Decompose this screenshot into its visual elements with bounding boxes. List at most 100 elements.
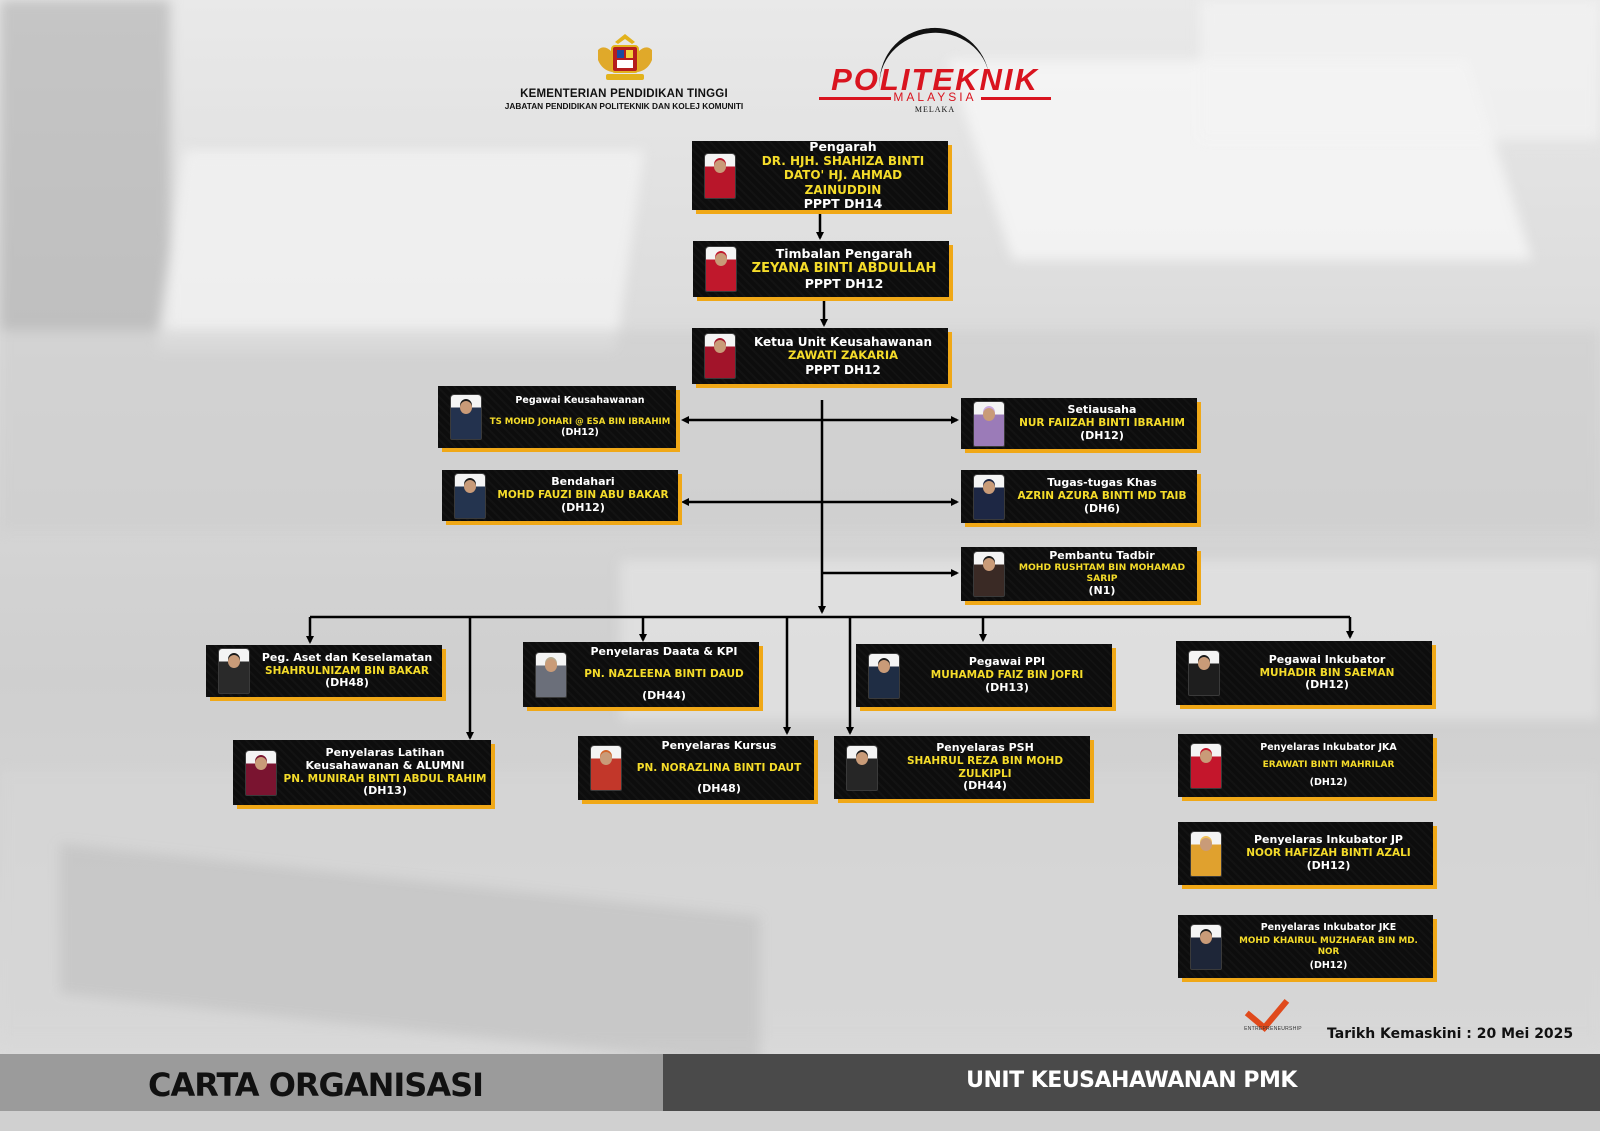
avatar — [1188, 650, 1220, 696]
node-title: Penyelaras Inkubator JKA — [1260, 742, 1397, 754]
avatar — [590, 745, 622, 791]
ministry-block: KEMENTERIAN PENDIDIKAN TINGGI JABATAN PE… — [478, 88, 770, 111]
logo-location: MELAKA — [914, 105, 956, 114]
node-title: Penyelaras Kursus — [661, 739, 777, 753]
node-name: PN. NAZLEENA BINTI DAUD — [584, 668, 744, 681]
node-setiausaha: Setiausaha NUR FAIIZAH BINTI IBRAHIM (DH… — [961, 398, 1197, 449]
node-grade: (DH6) — [1083, 501, 1121, 515]
node-name: PN. NORAZLINA BINTI DAUT — [636, 761, 802, 774]
avatar — [868, 652, 900, 699]
node-name: MUHAMAD FAIZ BIN JOFRI — [930, 669, 1084, 682]
node-pegawai-ppi: Pegawai PPI MUHAMAD FAIZ BIN JOFRI (DH13… — [856, 644, 1112, 707]
node-title: Pegawai Keusahawanan — [515, 395, 645, 407]
node-grade: (DH44) — [642, 688, 686, 702]
node-penyelaras-kursus: Penyelaras Kursus PN. NORAZLINA BINTI DA… — [578, 736, 814, 800]
node-grade: (DH13) — [363, 784, 407, 798]
avatar — [973, 473, 1005, 520]
node-title: Tugas-tugas Khas — [1047, 476, 1157, 490]
node-bendahari: Bendahari MOHD FAUZI BIN ABU BAKAR (DH12… — [442, 470, 678, 521]
avatar — [454, 472, 486, 519]
node-title: Timbalan Pengarah — [775, 245, 913, 261]
node-name: MUHADIR BIN SAEMAN — [1259, 666, 1395, 679]
node-name: MOHD KHAIRUL MUZHAFAR BIN MD. NOR — [1239, 936, 1418, 957]
node-tugas-khas: Tugas-tugas Khas AZRIN AZURA BINTI MD TA… — [961, 470, 1197, 523]
ministry-name: KEMENTERIAN PENDIDIKAN TINGGI — [520, 88, 728, 100]
avatar — [704, 333, 736, 379]
node-title: Pegawai Inkubator — [1268, 652, 1386, 666]
node-grade: (DH13) — [985, 680, 1029, 694]
node-inkubator-jka: Penyelaras Inkubator JKA ERAWATI BINTI M… — [1178, 734, 1433, 797]
node-inkubator-jp: Penyelaras Inkubator JP NOOR HAFIZAH BIN… — [1178, 822, 1433, 885]
node-name: SHAHRULNIZAM BIN BAKAR — [265, 664, 429, 677]
node-grade: (DH12) — [1080, 428, 1124, 442]
node-grade: PPPT DH12 — [804, 275, 884, 291]
node-grade: (DH12) — [1309, 777, 1348, 789]
coat-of-arms-icon — [598, 34, 652, 80]
node-grade: (DH12) — [1305, 678, 1349, 692]
entre-label: ENTREPRENEURSHIP — [1244, 1026, 1302, 1032]
node-daata-kpi: Penyelaras Daata & KPI PN. NAZLEENA BINT… — [523, 642, 759, 707]
node-ketua: Ketua Unit Keusahawanan ZAWATI ZAKARIA P… — [692, 328, 948, 384]
node-title: Bendahari — [551, 475, 615, 489]
politeknik-logo: POLITEKNIK MALAYSIA MELAKA — [815, 22, 1055, 118]
node-name: MOHD FAUZI BIN ABU BAKAR — [497, 489, 669, 502]
node-grade: (DH48) — [697, 781, 741, 795]
node-name: ERAWATI BINTI MAHRILAR — [1262, 760, 1395, 771]
avatar — [218, 648, 250, 694]
avatar — [450, 394, 482, 440]
avatar — [1190, 742, 1222, 789]
node-title: Pegawai PPI — [968, 655, 1046, 669]
node-name: NOOR HAFIZAH BINTI AZALI — [1246, 847, 1411, 860]
node-grade: PPPT DH14 — [803, 195, 883, 211]
node-title: Ketua Unit Keusahawanan — [753, 335, 933, 350]
node-title: Penyelaras Inkubator JP — [1254, 833, 1403, 847]
node-grade: (DH12) — [561, 500, 605, 514]
avatar — [1190, 923, 1222, 970]
node-name: ZEYANA BINTI ABDULLAH — [751, 261, 937, 277]
node-name: DR. HJH. SHAHIZA BINTI DATO' HJ. AHMAD Z… — [761, 154, 925, 197]
node-aset-keselamatan: Peg. Aset dan Keselamatan SHAHRULNIZAM B… — [206, 645, 442, 697]
node-penyelaras-psh: Penyelaras PSH SHAHRUL REZA BIN MOHD ZUL… — [834, 736, 1090, 799]
avatar — [535, 651, 567, 698]
bottom-strip — [0, 1111, 1600, 1131]
node-grade: (DH12) — [1306, 858, 1351, 872]
last-updated: Tarikh Kemaskini : 20 Mei 2025 — [1327, 1026, 1574, 1042]
node-grade: (DH12) — [561, 427, 599, 439]
footer-right-banner: UNIT KEUSAHAWANAN PMK — [663, 1054, 1600, 1111]
node-name: MOHD RUSHTAM BIN MOHAMAD SARIP — [1018, 562, 1186, 584]
node-grade: (DH12) — [1309, 960, 1348, 972]
node-name: NUR FAIIZAH BINTI IBRAHIM — [1019, 417, 1185, 430]
unit-title: UNIT KEUSAHAWANAN PMK — [966, 1068, 1297, 1093]
node-title: Pengarah — [809, 138, 877, 154]
node-name: AZRIN AZURA BINTI MD TAIB — [1017, 490, 1187, 503]
chart-title: CARTA ORGANISASI — [148, 1066, 484, 1104]
node-title: Peg. Aset dan Keselamatan — [261, 650, 433, 664]
avatar — [1190, 830, 1222, 877]
node-name: PN. MUNIRAH BINTI ABDUL RAHIM — [283, 772, 487, 785]
node-name: SHAHRUL REZA BIN MOHD ZULKIPLI — [906, 755, 1064, 780]
logo-word: POLITEKNIK — [831, 62, 1039, 97]
avatar — [705, 246, 737, 292]
node-grade: (DH48) — [325, 676, 369, 690]
node-name: TS MOHD JOHARI @ ESA BIN IBRAHIM — [489, 417, 671, 428]
node-title: Penyelaras PSH — [936, 741, 1034, 755]
node-grade: (N1) — [1088, 583, 1116, 597]
logo-sub: MALAYSIA — [893, 90, 977, 104]
node-timbalan: Timbalan Pengarah ZEYANA BINTI ABDULLAH … — [693, 241, 949, 297]
node-latihan-keusahawanan: Penyelaras Latihan Keusahawanan & ALUMNI… — [233, 740, 491, 805]
avatar — [846, 744, 878, 791]
node-pengarah: Pengarah DR. HJH. SHAHIZA BINTI DATO' HJ… — [692, 138, 948, 211]
avatar — [245, 749, 277, 796]
department-name: JABATAN PENDIDIKAN POLITEKNIK DAN KOLEJ … — [504, 101, 744, 111]
node-inkubator-jke: Penyelaras Inkubator JKE MOHD KHAIRUL MU… — [1178, 915, 1433, 978]
node-title: Penyelaras Latihan Keusahawanan & ALUMNI — [305, 745, 465, 772]
footer-left-banner: CARTA ORGANISASI — [0, 1054, 663, 1111]
node-title: Penyelaras Daata & KPI — [590, 645, 738, 659]
entrepreneurship-logo: ENTREPRENEURSHIP — [1236, 986, 1310, 1038]
node-title: Pembantu Tadbir — [1049, 549, 1155, 563]
avatar — [704, 152, 736, 199]
node-name: ZAWATI ZAKARIA — [787, 348, 899, 363]
node-grade: (DH44) — [963, 778, 1007, 792]
node-pembantu-tadbir: Pembantu Tadbir MOHD RUSHTAM BIN MOHAMAD… — [961, 547, 1197, 601]
